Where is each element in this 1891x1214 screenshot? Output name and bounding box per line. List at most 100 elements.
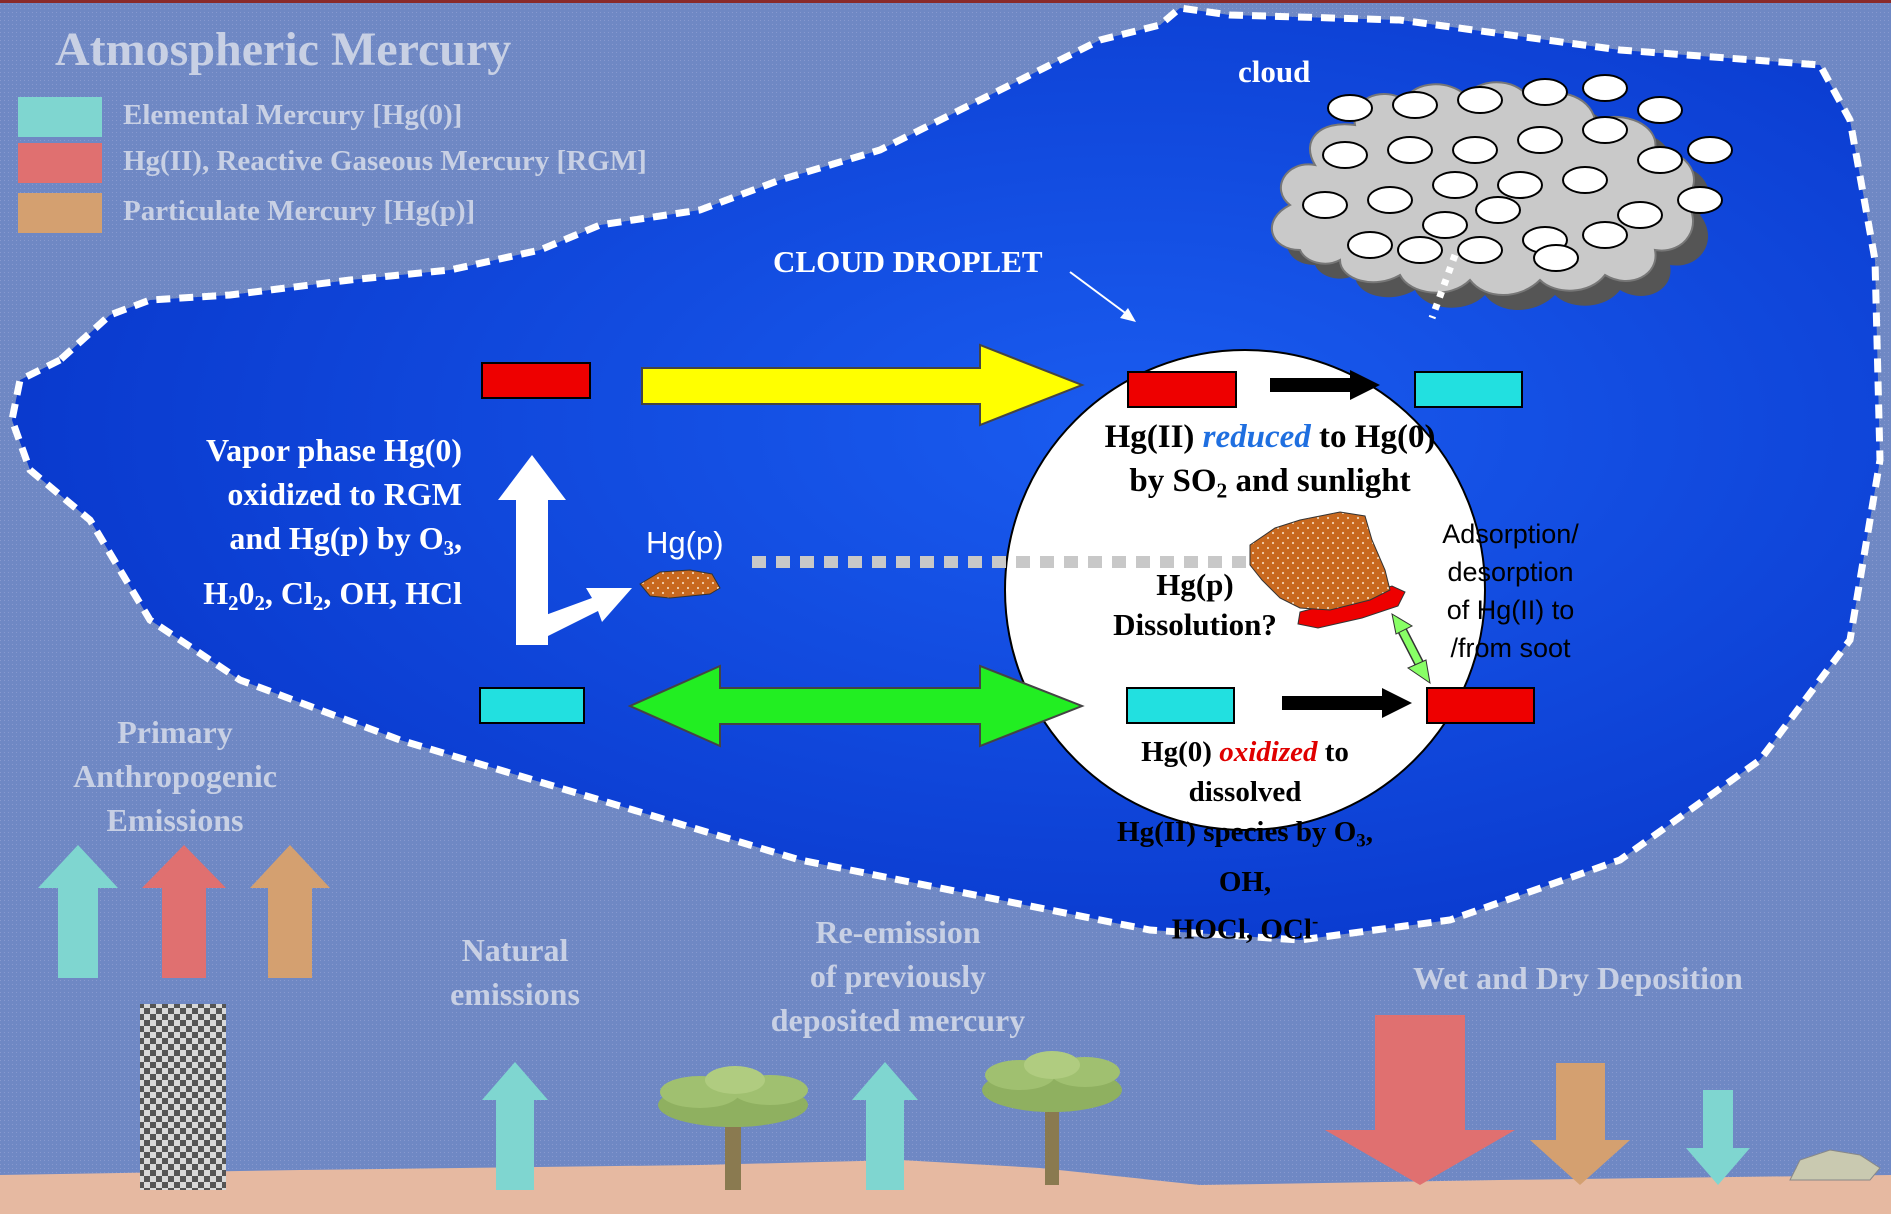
black-arrow-top (1270, 370, 1380, 400)
reemission-line-3: deposited mercury (770, 1002, 1026, 1038)
hgp-particle-left (639, 569, 721, 599)
oxidized-c: to dissolved (1188, 736, 1349, 808)
tree-left (658, 1066, 808, 1190)
hg0-box-droplet-bottom (1126, 687, 1235, 724)
vapor-line-3b: , (454, 520, 462, 556)
reduced-c: to Hg(0) (1310, 419, 1436, 455)
legend-swatch-hg0 (18, 97, 102, 137)
cloud-connector (1428, 253, 1459, 320)
cloud-droplet-dot (1432, 171, 1478, 199)
hgp-label: Hg(p) (646, 525, 724, 560)
reduced-line-1: Hg(II) reduced to Hg(0) (1080, 415, 1460, 459)
cloud-droplets (1302, 74, 1733, 272)
oxidized-line3-sup: - (1311, 910, 1319, 932)
primary-emission-arrow-hgp (250, 845, 330, 978)
oxidized-line-3: HOCl, OCl- (1090, 902, 1400, 949)
cloud-droplet-dot (1517, 126, 1563, 154)
cloud-droplet-dot (1475, 196, 1521, 224)
deposition-label: Wet and Dry Deposition (1413, 960, 1743, 996)
legend-label-hgp: Particulate Mercury [Hg(p)] (123, 195, 476, 227)
oxidized-line2b: , OH, (1218, 816, 1373, 898)
oxidized-line-2: Hg(II) species by O3, OH, (1090, 812, 1400, 902)
reduced-line-2: by SO2 and sunlight (1080, 459, 1460, 512)
vapor-phase-text: Vapor phase Hg(0) oxidized to RGM and Hg… (110, 428, 462, 626)
cloud-droplet-dot (1637, 146, 1683, 174)
primary-line-3: Emissions (106, 802, 244, 838)
rgm-box-droplet-bottom (1426, 687, 1535, 724)
natural-line-1: Natural (461, 932, 569, 968)
droplet-pointer (1069, 271, 1133, 319)
reduced-line2-sub: 2 (1216, 478, 1228, 503)
cloud-droplet-dot (1347, 231, 1393, 259)
ground (0, 1160, 1891, 1214)
rock (1789, 1149, 1881, 1181)
reemission-label: Re-emission of previously deposited merc… (730, 910, 1066, 1042)
adsorption-text: Adsorption/ desorption of Hg(II) to /fro… (1428, 515, 1593, 667)
cloud-droplet-dot (1327, 94, 1373, 122)
cloud-droplet-dot (1322, 141, 1368, 169)
cloud-droplet-dot (1397, 236, 1443, 264)
vapor-line-2: oxidized to RGM (227, 476, 462, 512)
yellow-arrow (641, 343, 1085, 427)
reemission-line-2: of previously (809, 958, 987, 994)
cloud-label: cloud (1238, 54, 1311, 89)
vapor-line-3: and Hg(p) by O3, (110, 516, 462, 571)
oxidized-line-1: Hg(0) oxidized to dissolved (1090, 732, 1400, 812)
reemission-line-1: Re-emission (815, 914, 981, 950)
cloud-droplet-label: CLOUD DROPLET (773, 244, 1043, 279)
droplet-pointer-head (1120, 308, 1136, 322)
cloud-droplet-dot (1367, 186, 1413, 214)
green-double-arrow (627, 664, 1085, 748)
cloud-droplet-dot (1533, 244, 1579, 272)
hgp-particle-droplet (1249, 511, 1391, 611)
legend-label-rgm: Hg(II), Reactive Gaseous Mercury [RGM] (123, 145, 647, 177)
factory-stack (140, 1004, 226, 1190)
natural-emissions-label: Natural emissions (410, 928, 620, 1016)
reemission-arrow (852, 1062, 918, 1190)
cloud-droplet-dot (1497, 171, 1543, 199)
white-up-arrow (498, 455, 566, 645)
cloud-droplet-dot (1302, 191, 1348, 219)
top-border (0, 0, 1891, 3)
primary-emission-arrow-rgm (142, 845, 226, 978)
rgm-box-droplet (1127, 371, 1237, 408)
cloud-droplet-dot (1582, 221, 1628, 249)
cloud-droplet-dot (1387, 136, 1433, 164)
natural-line-2: emissions (450, 976, 580, 1012)
page-title: Atmospheric Mercury (55, 23, 512, 76)
black-arrow-bottom (1282, 688, 1412, 718)
adsorption-line-2: desorption (1447, 557, 1574, 587)
primary-emissions-label: Primary Anthropogenic Emissions (30, 710, 320, 842)
oxidized-a: Hg(0) (1141, 736, 1220, 768)
cloud-droplet-dot (1562, 166, 1608, 194)
adsorption-line-1: Adsorption/ (1442, 519, 1579, 549)
vapor-line-1: Vapor phase Hg(0) (205, 432, 462, 468)
primary-line-2: Anthropogenic (73, 758, 277, 794)
legend-swatch-hgp (18, 193, 102, 233)
reduced-line2b: and sunlight (1227, 463, 1411, 499)
dissolution-line-1: Hg(p) (1156, 567, 1234, 602)
reduced-line2a: by SO (1129, 463, 1217, 499)
vapor-line-3-sub: 3 (443, 537, 454, 561)
reduced-text: Hg(II) reduced to Hg(0) by SO2 and sunli… (1080, 415, 1460, 512)
legend-label-hg0: Elemental Mercury [Hg(0)] (123, 99, 463, 131)
dissolution-line-2: Dissolution? (1113, 607, 1277, 642)
adsorption-line-4: /from soot (1450, 633, 1571, 663)
adsorption-line-3: of Hg(II) to (1446, 595, 1575, 625)
oxidized-line2-sub: 3 (1356, 830, 1366, 852)
primary-emission-arrow-hg0 (38, 845, 118, 978)
cloud-droplet-dot (1522, 78, 1568, 106)
natural-emission-arrow (482, 1062, 548, 1190)
cloud-droplet-dot (1457, 86, 1503, 114)
cloud-droplet-dot (1457, 236, 1503, 264)
small-green-arrow (1391, 612, 1431, 685)
reduced-word: reduced (1202, 419, 1311, 455)
vapor-line-3a: and Hg(p) by O (229, 520, 444, 556)
primary-line-1: Primary (117, 714, 233, 750)
deposition-arrow-rgm (1325, 1015, 1515, 1185)
rgm-box-left (481, 362, 591, 399)
vapor-line-4: H202, Cl2, OH, HCl (203, 575, 462, 616)
tree-right (982, 1051, 1122, 1185)
cloud-droplet-dot (1687, 136, 1733, 164)
